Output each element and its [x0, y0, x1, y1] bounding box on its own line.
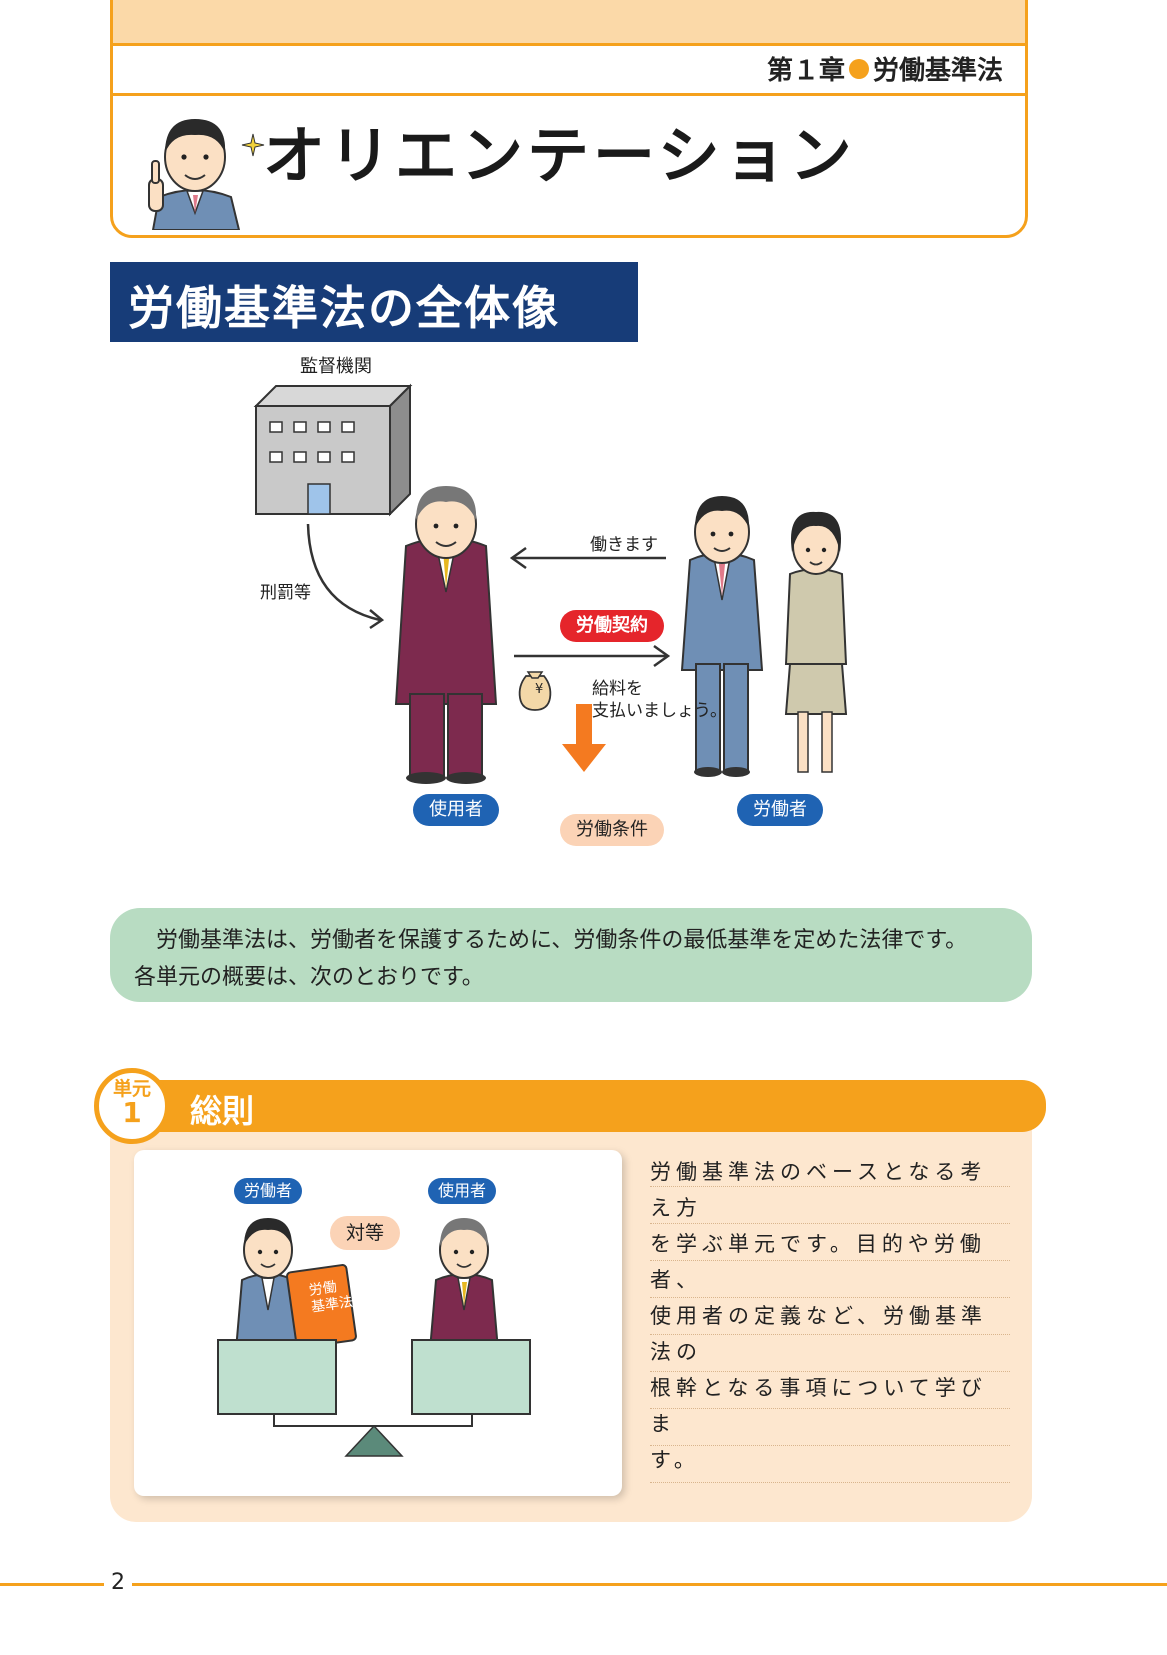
chapter-topic: 労働基準法: [872, 56, 1003, 86]
yen-symbol: ¥: [535, 682, 544, 697]
summary-line1: 労働基準法は、労働者を保護するために、労働条件の最低基準を定めた法律です。: [156, 928, 968, 953]
unit-description-text: 労働基準法のベースとなる考え方 を学ぶ単元です。目的や労働者、 使用者の定義など…: [650, 1154, 1010, 1478]
unit-title: 総則: [190, 1092, 255, 1130]
worker-man-figure-icon: [680, 496, 764, 777]
instructor-avatar-icon: [148, 119, 241, 230]
employer-badge: 使用者: [413, 794, 499, 826]
footer-rule-left: [0, 1583, 104, 1586]
section-heading-text: 労働基準法の全体像: [128, 281, 560, 335]
book-label: 労働 基準法: [308, 1277, 354, 1317]
conditions-arrow: [562, 704, 606, 772]
worker-badge: 労働者: [737, 794, 823, 826]
summary-text: 労働基準法は、労働者を保護するために、労働条件の最低基準を定めた法律です。 各単…: [134, 922, 1014, 996]
pay-label-line1: 給料を: [592, 679, 643, 699]
pay-label: 給料を 支払いましょう。: [592, 678, 727, 722]
worker-woman-figure-icon: [784, 511, 848, 773]
header-band: [113, 0, 1025, 46]
description-line: す。: [650, 1448, 700, 1472]
summary-note: 労働基準法は、労働者を保護するために、労働条件の最低基準を定めた法律です。 各単…: [110, 908, 1032, 1002]
summary-line2: 各単元の概要は、次のとおりです。: [134, 965, 484, 990]
unit-worker-badge: 労働者: [234, 1178, 303, 1204]
page-title: オリエンテーション: [263, 119, 856, 192]
chapter-header: 第１章 労働基準法 オリエンテーション: [110, 0, 1028, 238]
equal-badge: 対等: [330, 1216, 401, 1250]
unit-employer-badge: 使用者: [428, 1178, 497, 1204]
unit-badge-number: 1: [122, 1096, 142, 1129]
unit-description: 労働基準法のベースとなる考え方 を学ぶ単元です。目的や労働者、 使用者の定義など…: [650, 1150, 1010, 1483]
page-number: 2: [111, 1570, 125, 1595]
unit-badge: 単元 1: [94, 1068, 170, 1144]
agency-building-icon: [253, 383, 413, 517]
description-line: 労働基準法のベースとなる考え方: [650, 1160, 987, 1220]
worker-with-book-icon: [234, 1218, 357, 1351]
section-heading: 労働基準法の全体像: [110, 262, 638, 342]
unit-title-bar: [110, 1080, 1046, 1132]
conditions-badge: 労働条件: [560, 814, 664, 846]
description-line: を学ぶ単元です。目的や労働者、: [650, 1232, 986, 1292]
money-bag-icon: [518, 671, 552, 711]
contract-badge: 労働契約: [560, 610, 664, 642]
balance-illustration: [217, 1218, 531, 1457]
footer-rule-right: [132, 1583, 1167, 1586]
unit-illustration-card: 労働者 使用者 対等 労働 基準法: [134, 1150, 622, 1496]
agency-label: 監督機関: [300, 356, 372, 377]
unit-badge-text: 単元: [112, 1078, 151, 1100]
chapter-label: 第１章 労働基準法: [767, 50, 1003, 87]
employer-figure-icon: [394, 486, 498, 784]
pay-label-line2: 支払いましょう。: [592, 701, 727, 721]
overview-diagram: 監督機関: [230, 352, 950, 852]
employer-small-figure-icon: [428, 1218, 500, 1351]
chapter-row: 第１章 労働基準法: [113, 46, 1025, 96]
penalty-arrow: [306, 523, 381, 622]
sparkle-icon: [241, 133, 265, 157]
description-line: 使用者の定義など、労働基準法の: [650, 1304, 987, 1364]
description-line: 根幹となる事項について学びま: [650, 1376, 987, 1436]
bullet-dot-icon: [848, 58, 869, 79]
chapter-number: 第１章: [766, 56, 845, 86]
work-label: 働きます: [590, 535, 658, 555]
penalty-label: 刑罰等: [260, 583, 311, 603]
diagram-illustration: [253, 383, 848, 784]
